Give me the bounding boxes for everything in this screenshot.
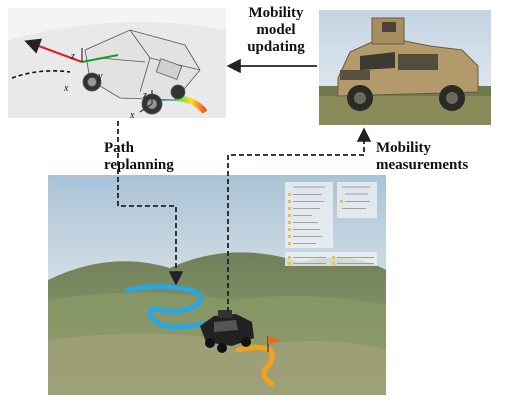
hud-overlay [285,182,377,266]
sim-model-panel: z y x z x [8,8,226,121]
axis-label-x1: x [63,83,69,94]
arrow-path-replanning [117,121,184,286]
axis-label-z1: z [70,51,75,62]
goal-flag-icon [267,336,282,352]
replanned-path-blue [125,284,207,330]
humvee-photo-panel [319,10,491,125]
arrow-mobility-measurements [227,127,372,312]
sim-vehicle [200,310,254,353]
axis-label-y: y [97,71,103,82]
humvee-photo [337,17,479,111]
vehicle-wireframe [82,29,201,115]
axis-label-x2: x [129,110,135,121]
planned-path-curve [11,70,71,79]
pychrono-brand: PYCHRONO [58,181,112,191]
axis-label-z2: z [142,90,147,101]
coordinate-axes: z y x z x [24,38,153,121]
photo-ground [319,92,491,125]
trajectory-orange [235,345,275,387]
pychrono-sim-panel: PYCHRONO [48,175,386,395]
